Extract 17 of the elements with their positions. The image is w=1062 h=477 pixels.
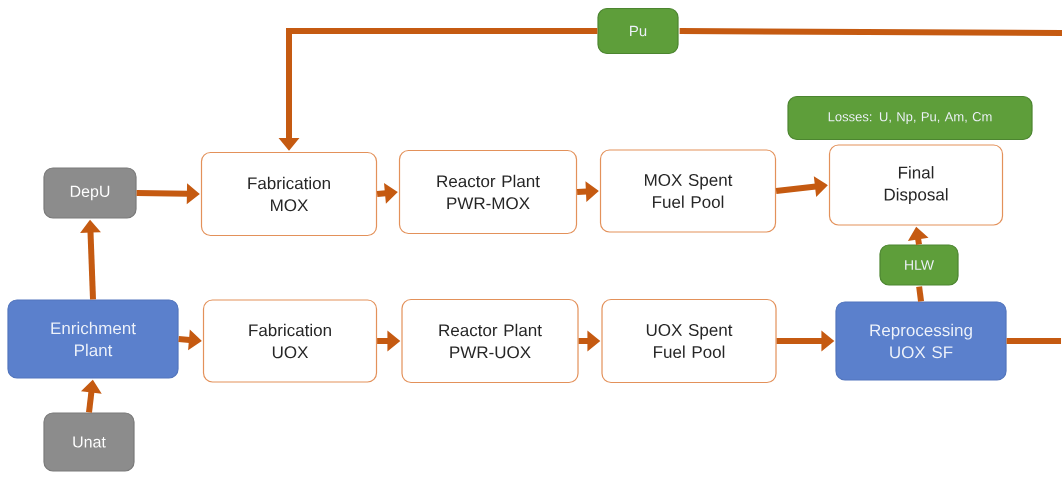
process-box: Final Disposal [828,144,1004,226]
stream-box: Losses: U, Np, Pu, Am, Cm [787,95,1033,141]
source-box: DepU [43,167,137,219]
process-box: Reactor Plant PWR-UOX [401,298,579,384]
connector-line [1006,338,1061,344]
process-box: UOX Spent Fuel Pool [601,298,777,384]
stream-box: Pu [597,7,679,55]
connector-line [916,286,924,302]
process-box: Fabrication UOX [202,299,378,383]
facility-box: Enrichment Plant [7,299,179,379]
process-box: Fabrication MOX [200,151,378,237]
source-box: Unat [43,412,135,472]
process-box: Reactor Plant PWR-MOX [398,149,578,235]
process-box: MOX Spent Fuel Pool [599,149,777,233]
facility-box: Reprocessing UOX SF [835,301,1007,381]
stream-box: HLW [879,244,959,286]
connector-line [679,28,1062,36]
